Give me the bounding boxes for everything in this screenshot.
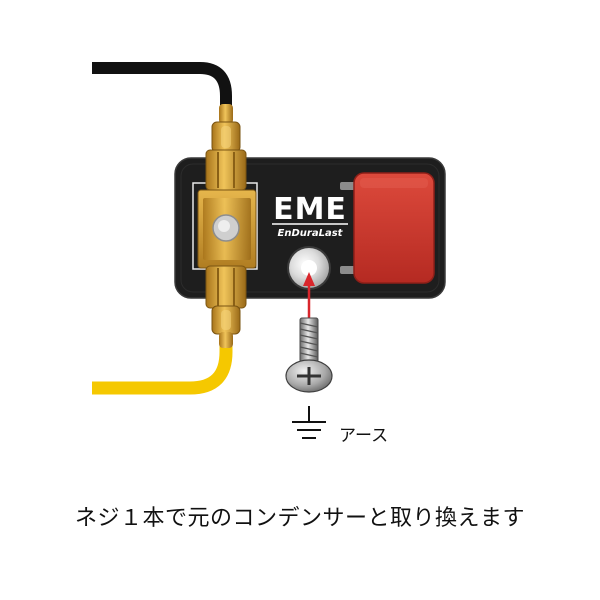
ground-symbol-icon [292,406,326,439]
caption-text: ネジ１本で元のコンデンサーと取り換えます [74,506,525,531]
terminal-plate [197,189,257,269]
ground-label: アース [339,426,388,446]
brand-name: EnDuraLast [278,228,344,239]
logo-mark: EME [273,192,347,227]
mounting-hole [287,246,331,290]
yellow-wire [92,338,233,395]
top-crimp-terminal [205,104,247,191]
red-capacitor [353,172,435,284]
bottom-crimp-terminal [205,265,247,348]
brand-logo: EME EnDuraLast [272,192,348,239]
black-wire [92,62,232,118]
screw-icon [285,317,333,393]
